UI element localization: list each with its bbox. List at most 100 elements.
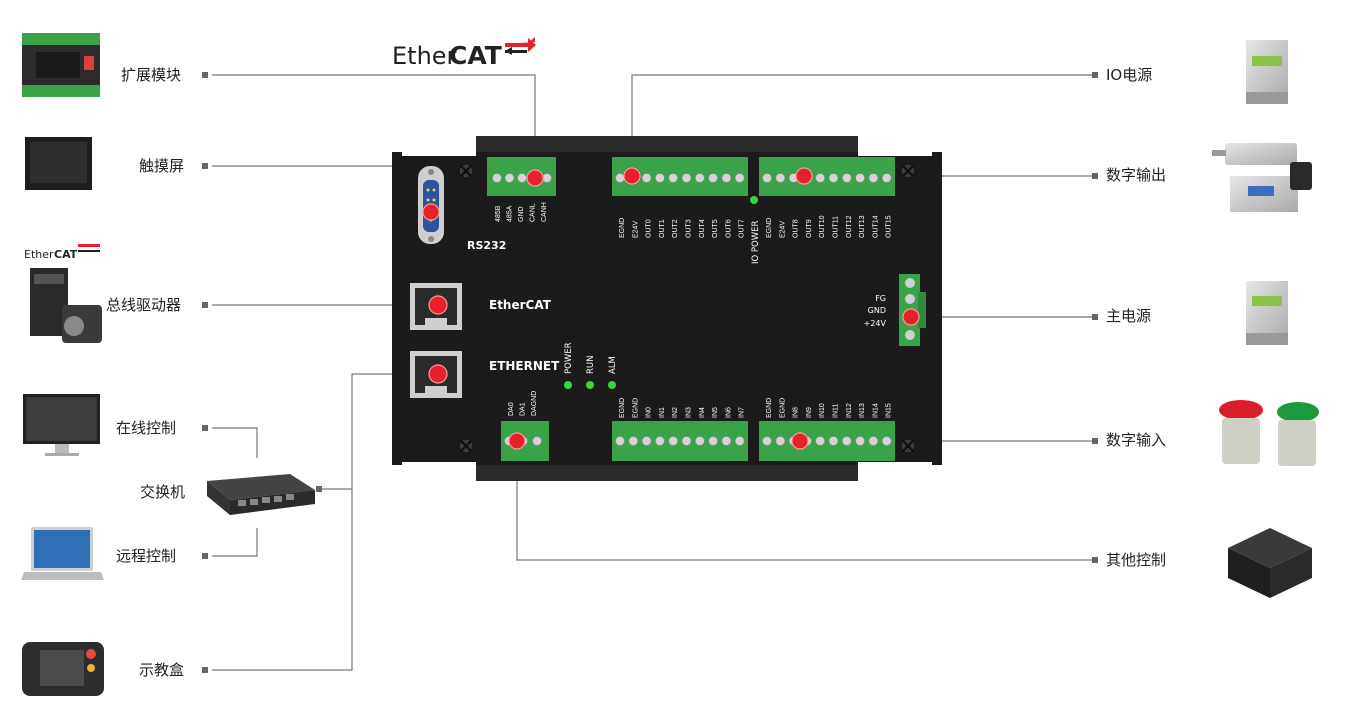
terminal-screw xyxy=(881,436,892,446)
power-supply-icon xyxy=(1246,281,1288,345)
pin-label: OUT9 xyxy=(806,219,813,238)
pin-label: CANL xyxy=(530,203,537,222)
status-led-run xyxy=(586,381,594,389)
terminal-screw xyxy=(694,173,705,183)
pin-label: EGND xyxy=(766,398,773,418)
pin-label: OUT1 xyxy=(659,219,666,238)
line-online xyxy=(212,427,258,458)
terminal-screw xyxy=(828,173,839,183)
terminal-screw xyxy=(504,173,515,183)
bullet-touch-screen xyxy=(202,163,208,169)
pin-label: IN5 xyxy=(712,407,719,418)
bullet-io-power xyxy=(1092,72,1098,78)
pin-label: IN10 xyxy=(819,403,826,418)
terminal-screw xyxy=(815,436,826,446)
pin-label: IN1 xyxy=(659,407,666,418)
terminal-screw xyxy=(775,436,786,446)
led-label-run: RUN xyxy=(586,356,596,375)
pin-label: OUT4 xyxy=(699,219,706,238)
bullet-digital-out xyxy=(1092,173,1098,179)
label-digital-in: 数字输入 xyxy=(1106,431,1167,449)
pin-label: IN14 xyxy=(872,403,879,418)
terminal-screw xyxy=(641,436,652,446)
terminal-screw xyxy=(855,436,865,446)
bullet-online xyxy=(202,425,208,431)
pin-label: EGND xyxy=(619,218,626,238)
expansion-module-icon xyxy=(22,33,100,97)
power-supply-icon xyxy=(1246,40,1288,104)
pin-label: E24V xyxy=(632,221,639,238)
pin-label: IN15 xyxy=(886,403,893,418)
logo-ether: Ether xyxy=(392,42,457,70)
touch-screen-icon xyxy=(25,137,92,190)
terminal-screw xyxy=(762,436,772,446)
terminal-screw xyxy=(815,173,826,183)
label-teach-pendant: 示教盒 xyxy=(139,661,185,679)
io-power-led xyxy=(750,196,758,204)
pin-label: OUT13 xyxy=(859,215,866,238)
label-touch-screen: 触摸屏 xyxy=(139,157,185,175)
pin-label: OUT14 xyxy=(872,215,879,238)
terminal-screw xyxy=(828,436,839,446)
pin-label: GND xyxy=(518,206,525,222)
pin-label: OUT7 xyxy=(739,219,746,238)
terminal-screw xyxy=(532,436,542,446)
pin-label: OUT8 xyxy=(793,219,800,238)
pin-label: OUT0 xyxy=(646,219,653,238)
network-switch-icon xyxy=(207,474,315,515)
pin-label: OUT5 xyxy=(712,219,719,238)
pin-label: DA1 xyxy=(520,402,527,416)
terminal-screw xyxy=(868,436,879,446)
pin-label: IN9 xyxy=(806,407,813,418)
servo-driver-icon xyxy=(30,268,102,343)
cylinder-valve-icon xyxy=(1212,143,1312,212)
label-main-power: 主电源 xyxy=(1106,307,1152,325)
logo-cat: CAT xyxy=(449,41,502,70)
label-online-control: 在线控制 xyxy=(116,419,177,437)
label-switch: 交换机 xyxy=(140,483,186,501)
svg-text:Ether: Ether xyxy=(24,248,54,261)
pin-label: EGND xyxy=(619,398,626,418)
pin-label: IN2 xyxy=(672,407,679,418)
can-terminal xyxy=(487,157,556,196)
pin-label: IN6 xyxy=(725,407,732,418)
terminal-screw xyxy=(655,436,665,446)
label-bus-driver: 总线驱动器 xyxy=(106,296,182,314)
pin-label: IN3 xyxy=(686,407,693,418)
pin-label: OUT15 xyxy=(886,215,893,238)
terminal-screw xyxy=(641,173,652,183)
terminal-screw xyxy=(708,173,718,183)
pin-label: E24V xyxy=(779,221,786,238)
bullet-teach xyxy=(202,667,208,673)
pin-label: IN8 xyxy=(793,407,800,418)
label-other-control: 其他控制 xyxy=(1106,551,1167,569)
bullet-other xyxy=(1092,557,1098,563)
ethercat-port xyxy=(410,283,462,330)
terminal-screw xyxy=(708,436,718,446)
terminal-screw xyxy=(721,173,732,183)
terminal-screw xyxy=(628,436,639,446)
status-led-alm xyxy=(608,381,616,389)
pin-label: IN11 xyxy=(833,404,840,418)
pin-label: OUT12 xyxy=(846,215,853,238)
label-io-power: IO电源 xyxy=(1106,66,1153,84)
ethercat-small-logo: Ether CAT xyxy=(24,244,100,261)
power-pin-24v: +24V xyxy=(864,319,887,328)
pin-label: IN7 xyxy=(739,407,746,418)
ethercat-port-label: EtherCAT xyxy=(489,298,552,312)
plc-icon xyxy=(1228,528,1312,598)
pin-label: OUT10 xyxy=(819,215,826,238)
terminal-screw xyxy=(668,173,679,183)
pin-label: 485B xyxy=(495,205,502,222)
terminal-screw xyxy=(881,173,892,183)
terminal-screw xyxy=(668,436,679,446)
terminal-screw xyxy=(615,436,625,446)
terminal-screw xyxy=(762,173,772,183)
terminal-screw xyxy=(681,173,692,183)
terminal-screw xyxy=(681,436,692,446)
pin-label: OUT2 xyxy=(672,219,679,238)
bullet-switch xyxy=(316,486,322,492)
